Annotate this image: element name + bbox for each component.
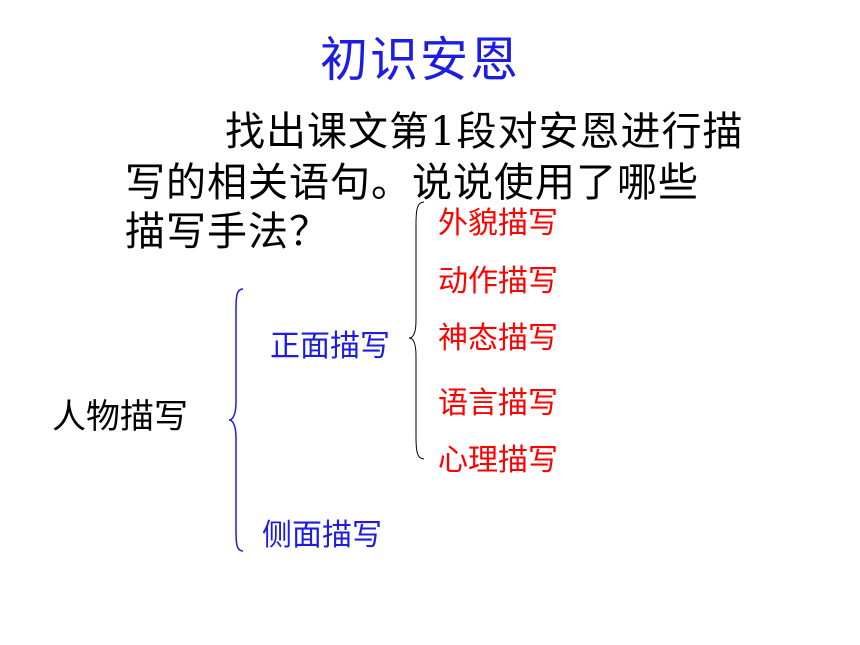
leaf-psychology: 心理描写 — [438, 443, 558, 478]
left-curly-brace — [228, 288, 244, 552]
branch-direct-description: 正面描写 — [270, 329, 390, 364]
question-line-3: 描写手法？ — [125, 209, 330, 255]
right-curly-brace — [408, 201, 425, 460]
question-line-2: 写的相关语句。说说使用了哪些 — [125, 160, 699, 206]
leaf-action: 动作描写 — [438, 264, 558, 299]
question-line-1: 找出课文第1段对安恩进行描 — [225, 109, 744, 155]
slide-title: 初识安恩 — [319, 32, 520, 88]
leaf-appearance: 外貌描写 — [438, 206, 558, 241]
branch-indirect-description: 侧面描写 — [262, 518, 382, 553]
root-node-label: 人物描写 — [52, 397, 188, 437]
leaf-speech: 语言描写 — [438, 386, 558, 421]
leaf-expression: 神态描写 — [438, 321, 558, 356]
